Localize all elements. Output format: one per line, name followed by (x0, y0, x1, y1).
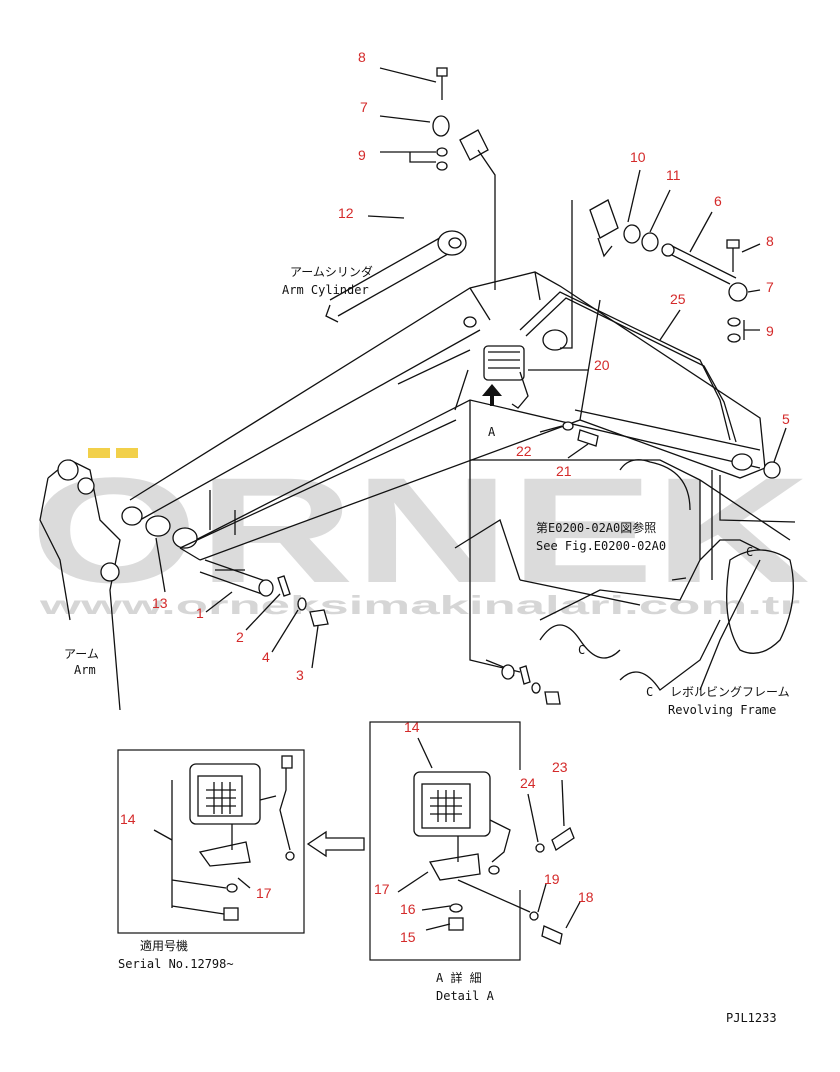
see-fig-label-en: See Fig.E0200-02A0 (536, 539, 666, 553)
callout-13: 13 (152, 595, 168, 611)
callout-22: 22 (516, 443, 532, 459)
serial-label-en: Serial No.12798~ (118, 957, 234, 971)
watermark-url: www.orneksimakinalari.com.tr (38, 590, 800, 620)
callout-1: 1 (196, 605, 204, 621)
callout-20: 20 (594, 357, 610, 373)
callout-10: 10 (630, 149, 646, 165)
callout-9-top: 9 (358, 147, 366, 163)
arm-cylinder (325, 230, 467, 323)
revolving-frame-label-en: Revolving Frame (668, 703, 776, 717)
right-pin-parts (623, 224, 748, 343)
lamp-on-arm (482, 345, 781, 479)
detail-label-jp: A 詳 細 (436, 970, 482, 985)
callout-19: 19 (544, 871, 560, 887)
callout-11: 11 (666, 167, 681, 183)
callout-17-left: 17 (256, 885, 272, 901)
watermark-accent-2 (116, 448, 138, 458)
arm-tip (39, 459, 121, 711)
watermark-accent-1 (88, 448, 110, 458)
arm-label-jp: アーム (64, 647, 99, 661)
callout-14-detail: 14 (404, 719, 420, 735)
callout-7-top: 7 (360, 99, 368, 115)
callouts: 1 2 3 4 5 6 7 7 8 8 9 9 10 11 12 13 14 1… (120, 49, 790, 945)
detail-label-en: Detail A (436, 989, 495, 1003)
callout-23: 23 (552, 759, 568, 775)
see-fig-label-jp: 第E0200-02A0図参照 (536, 520, 656, 535)
leader-lines (155, 67, 787, 669)
callout-15: 15 (400, 929, 416, 945)
callout-17-detail: 17 (374, 881, 390, 897)
frame-c2: C (646, 685, 653, 699)
revolving-frame-label-jp: レボルビングフレーム (670, 685, 790, 699)
serial-label-jp: 適用号機 (140, 938, 188, 953)
callout-18: 18 (578, 889, 594, 905)
callout-16: 16 (400, 901, 416, 917)
callout-8-right: 8 (766, 233, 774, 249)
callout-3: 3 (296, 667, 304, 683)
text-labels: アームシリンダ Arm Cylinder アーム Arm 第E0200-02A0… (64, 264, 790, 1025)
arm-label-en: Arm (74, 663, 96, 677)
callout-21: 21 (556, 463, 572, 479)
view-a-label: A (488, 425, 496, 439)
lower-pin-parts (199, 559, 561, 705)
frame-c1: C (578, 643, 585, 657)
serial-variant-panel (117, 749, 305, 934)
callout-7-right: 7 (766, 279, 774, 295)
callout-5: 5 (782, 411, 790, 427)
upper-pin-parts (432, 67, 619, 349)
callout-8-top: 8 (358, 49, 366, 65)
callout-24: 24 (520, 775, 536, 791)
detail-arrow-icon (306, 830, 365, 858)
frame-c3: C (746, 545, 753, 559)
callout-9-right: 9 (766, 323, 774, 339)
callout-14-left: 14 (120, 811, 136, 827)
arm-cylinder-label-jp: アームシリンダ (290, 264, 373, 279)
callout-25: 25 (670, 291, 686, 307)
watermark: ORNEK www.orneksimakinalari.com.tr (30, 446, 810, 620)
detail-a-panel (369, 721, 581, 961)
callout-2: 2 (236, 629, 244, 645)
callout-12: 12 (338, 205, 354, 221)
callout-6: 6 (714, 193, 722, 209)
callout-4: 4 (262, 649, 270, 665)
arm-cylinder-label-en: Arm Cylinder (282, 283, 369, 297)
drawing-number: PJL1233 (726, 1011, 777, 1025)
